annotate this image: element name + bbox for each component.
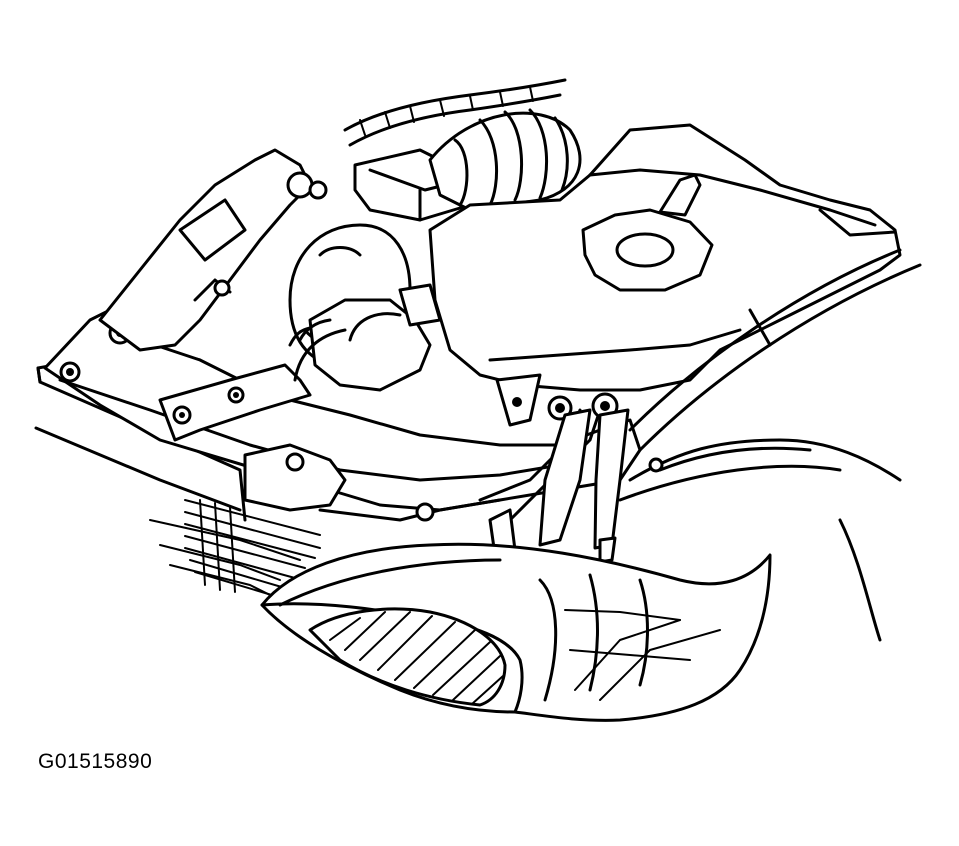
figure-id-label: G01515890 xyxy=(38,750,153,773)
wiring-harness-top xyxy=(343,78,567,147)
reservoir-cap xyxy=(581,173,714,292)
headlamp-support-arm xyxy=(243,408,602,522)
fender-right xyxy=(618,248,922,642)
headlamp-bracket xyxy=(288,283,442,392)
intake-hose xyxy=(428,108,582,212)
headlamp-assembly xyxy=(260,542,772,722)
grille xyxy=(184,499,321,597)
hood-latch-bracket xyxy=(158,363,312,442)
support-posts xyxy=(488,408,630,564)
strut-tower xyxy=(98,148,328,352)
